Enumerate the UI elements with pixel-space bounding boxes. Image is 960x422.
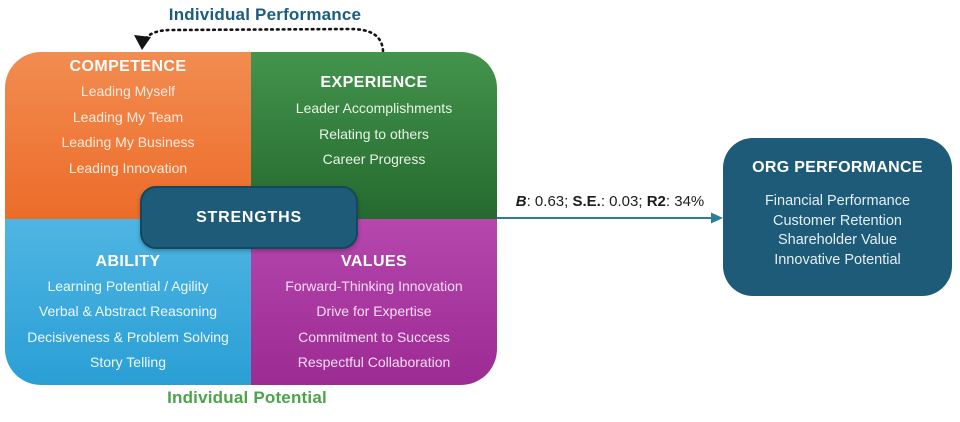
quadrant-item: Career Progress <box>322 151 426 167</box>
org-performance-item: Innovative Potential <box>774 251 901 268</box>
strengths-label: STRENGTHS <box>196 208 302 226</box>
quadrant-item-list: Forward-Thinking Innovation Drive for Ex… <box>251 274 497 376</box>
quadrant-block: COMPETENCE Leading Myself Leading My Tea… <box>5 52 497 385</box>
quadrant-title: COMPETENCE <box>69 58 187 75</box>
strengths-box: STRENGTHS <box>140 186 358 249</box>
org-performance-list: Financial Performance Customer Retention… <box>723 192 952 270</box>
quadrant-item: Relating to others <box>319 125 429 142</box>
individual-potential-label: Individual Potential <box>167 388 327 407</box>
quadrant-item: Leading Myself <box>80 83 176 99</box>
org-performance-box: ORG PERFORMANCE Financial Performance Cu… <box>723 138 952 296</box>
quadrant-item: Story Telling <box>89 354 166 370</box>
quadrant-item: Leading Innovation <box>68 159 188 176</box>
stat-se-value: : 0.03; <box>600 193 647 210</box>
arc-arrowhead-icon <box>134 35 151 50</box>
connector-arrow <box>497 212 723 224</box>
quadrant-values: VALUES Forward-Thinking Innovation Drive… <box>251 218 497 385</box>
quadrant-item-list: Leader Accomplishments Relating to other… <box>251 96 497 173</box>
org-performance-item: Shareholder Value <box>777 232 898 248</box>
quadrant-item: Leading My Team <box>72 108 184 125</box>
quadrant-competence: COMPETENCE Leading Myself Leading My Tea… <box>5 52 251 219</box>
regression-stats-label: B: 0.63; S.E.: 0.03; R2: 34% <box>497 193 723 210</box>
quadrant-item-list: Learning Potential / Agility Verbal & Ab… <box>5 274 251 376</box>
quadrant-item: Verbal & Abstract Reasoning <box>38 303 218 319</box>
quadrant-experience: EXPERIENCE Leader Accomplishments Relati… <box>251 52 497 219</box>
quadrant-item: Leading My Business <box>61 134 195 150</box>
org-performance-title: ORG PERFORMANCE <box>752 159 923 176</box>
stat-se: S.E. <box>572 193 601 210</box>
individual-performance-label: Individual Performance <box>168 5 362 24</box>
org-performance-item: Customer Retention <box>773 212 902 229</box>
quadrant-item-list: Leading Myself Leading My Team Leading M… <box>5 79 251 181</box>
quadrant-item: Forward-Thinking Innovation <box>285 277 463 294</box>
quadrant-item: Commitment to Success <box>298 328 450 345</box>
quadrant-item: Learning Potential / Agility <box>47 277 209 294</box>
org-performance-item: Financial Performance <box>764 193 911 209</box>
stat-r2-value: : 34% <box>665 193 705 210</box>
quadrant-title: EXPERIENCE <box>320 74 428 91</box>
quadrant-item: Leader Accomplishments <box>295 100 453 116</box>
quadrant-item: Decisiveness & Problem Solving <box>27 328 229 345</box>
dotted-arc-arrow <box>134 27 385 53</box>
stat-b: B <box>515 193 527 210</box>
quadrant-title: ABILITY <box>95 252 161 270</box>
connector-arrowhead-icon <box>711 212 723 224</box>
quadrant-item: Respectful Collaboration <box>297 354 451 370</box>
quadrant-item: Drive for Expertise <box>316 303 432 319</box>
stat-b-value: : 0.63; <box>526 193 573 210</box>
quadrant-title: VALUES <box>340 252 408 270</box>
stat-r2: R2 <box>646 193 666 210</box>
